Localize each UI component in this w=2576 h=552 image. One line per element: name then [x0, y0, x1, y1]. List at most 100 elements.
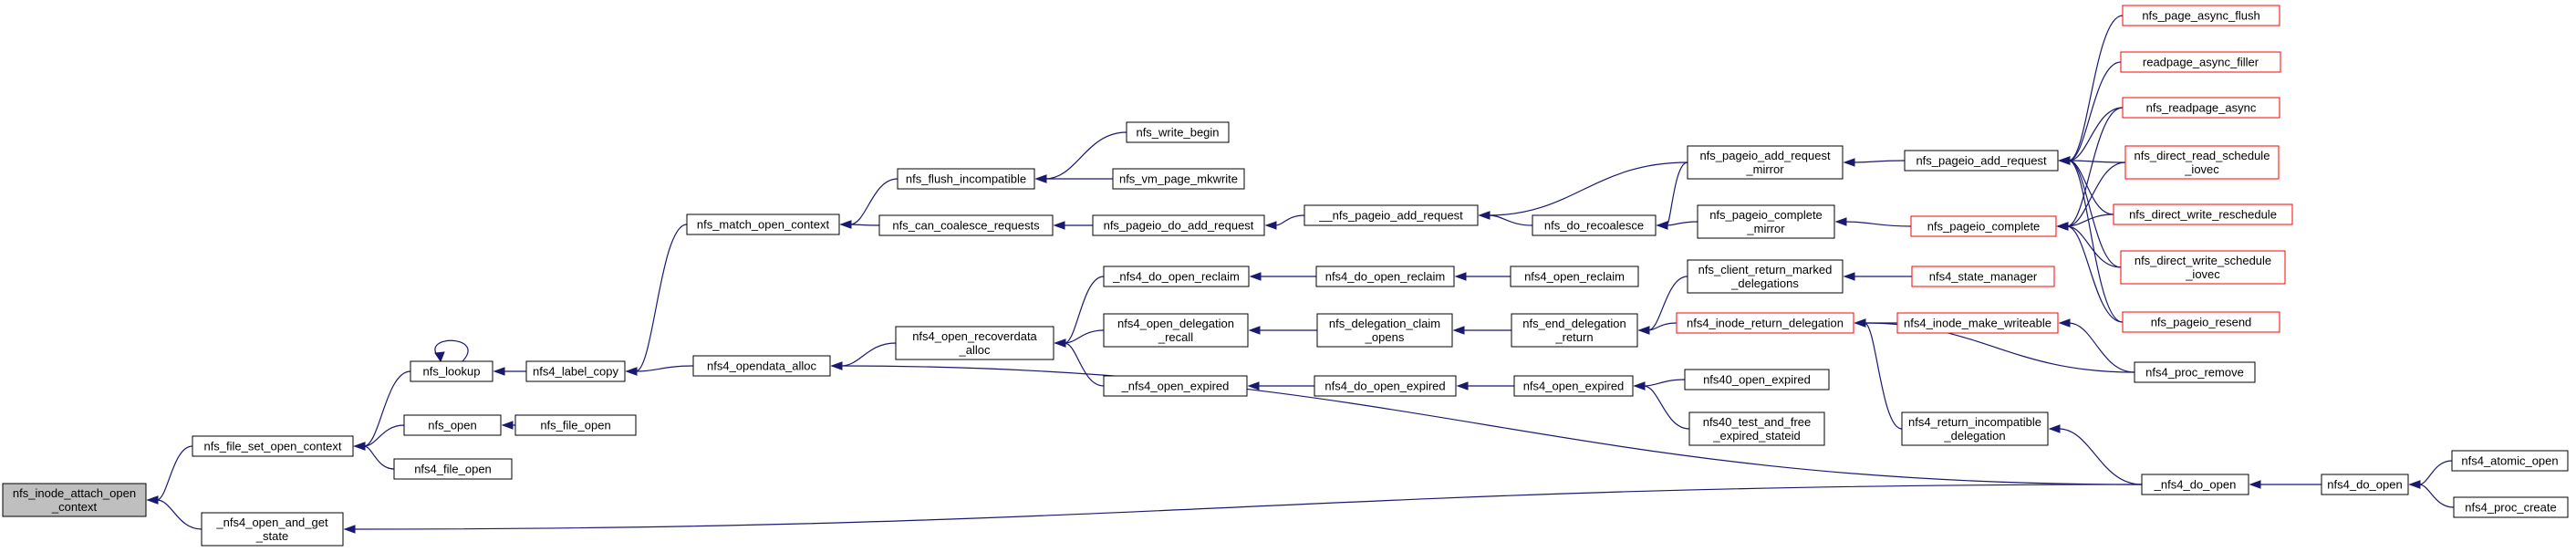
function-node[interactable]: nfs_match_open_context — [686, 214, 840, 235]
function-node[interactable]: nfs4_proc_remove — [2134, 361, 2256, 383]
function-node[interactable]: nfs_vm_page_mkwrite — [1112, 168, 1245, 190]
function-node[interactable]: nfs_direct_write_reschedule — [2113, 203, 2293, 225]
node-box[interactable] — [2321, 474, 2409, 495]
function-node[interactable]: nfs_readpage_async — [2122, 97, 2280, 119]
function-node[interactable]: nfs_client_return_marked_delegations — [1687, 259, 1844, 294]
function-node[interactable]: nfs4_open_expired — [1513, 375, 1634, 397]
node-box[interactable] — [1126, 121, 1230, 143]
function-node[interactable]: nfs4_return_incompatible_delegation — [1901, 411, 2049, 446]
node-box[interactable] — [1901, 411, 2049, 446]
node-box[interactable] — [1112, 168, 1245, 190]
function-node[interactable]: nfs40_test_and_free_expired_stateid — [1688, 411, 1825, 446]
node-box[interactable] — [1904, 150, 2059, 172]
node-box[interactable] — [2134, 361, 2256, 383]
truncated-node-box[interactable] — [2120, 51, 2281, 73]
node-box[interactable] — [1688, 411, 1825, 446]
node-box[interactable] — [201, 512, 344, 547]
truncated-node-box[interactable] — [2113, 203, 2293, 225]
node-box[interactable] — [1092, 214, 1265, 236]
function-node[interactable]: nfs_pageio_complete_mirror — [1697, 204, 1835, 239]
node-box[interactable] — [2451, 450, 2569, 472]
function-node[interactable]: nfs4_proc_create — [2453, 496, 2569, 518]
function-node[interactable]: nfs4_opendata_alloc — [692, 355, 831, 377]
function-node[interactable]: nfs4_atomic_open — [2451, 450, 2569, 472]
function-node[interactable]: nfs_direct_read_schedule_iovec — [2124, 145, 2280, 180]
focus-node-box[interactable] — [2, 483, 147, 517]
truncated-node-box[interactable] — [2122, 97, 2280, 119]
function-node[interactable]: __nfs_pageio_add_request — [1304, 204, 1479, 226]
function-node[interactable]: nfs_lookup — [410, 360, 493, 382]
function-node[interactable]: nfs_pageio_do_add_request — [1092, 214, 1265, 236]
node-box[interactable] — [1697, 204, 1835, 239]
node-box[interactable] — [878, 214, 1054, 236]
node-box[interactable] — [1687, 259, 1844, 294]
node-box[interactable] — [2141, 474, 2249, 495]
node-box[interactable] — [1511, 313, 1638, 348]
node-box[interactable] — [1103, 375, 1248, 397]
function-node[interactable]: nfs_pageio_add_request_mirror — [1687, 145, 1844, 180]
node-box[interactable] — [192, 435, 354, 457]
node-box[interactable] — [1532, 214, 1657, 236]
function-node[interactable]: nfs_pageio_resend — [2122, 311, 2280, 333]
node-box[interactable] — [393, 458, 513, 480]
function-node[interactable]: nfs_inode_attach_open_context — [2, 483, 147, 517]
node-box[interactable] — [1316, 313, 1453, 348]
node-box[interactable] — [514, 414, 637, 436]
function-node[interactable]: nfs_end_delegation_return — [1511, 313, 1638, 348]
truncated-node-box[interactable] — [2122, 5, 2280, 26]
node-box[interactable] — [1510, 266, 1639, 287]
function-node[interactable]: nfs_page_async_flush — [2122, 5, 2280, 26]
function-node[interactable]: nfs_do_recoalesce — [1532, 214, 1657, 236]
node-box[interactable] — [1687, 145, 1844, 180]
function-node[interactable]: _nfs4_do_open — [2141, 474, 2249, 495]
function-node[interactable]: nfs4_open_delegation_recall — [1103, 313, 1249, 348]
truncated-node-box[interactable] — [1896, 312, 2059, 334]
node-box[interactable] — [2453, 496, 2569, 518]
truncated-node-box[interactable] — [2124, 145, 2280, 180]
function-node[interactable]: nfs4_do_open_expired — [1314, 375, 1457, 397]
function-node[interactable]: nfs_flush_incompatible — [897, 168, 1035, 190]
node-box[interactable] — [1684, 369, 1830, 391]
function-node[interactable]: nfs_file_open — [514, 414, 637, 436]
function-node[interactable]: nfs4_open_recoverdata_alloc — [895, 326, 1054, 360]
function-node[interactable]: nfs_pageio_complete — [1910, 215, 2057, 237]
node-box[interactable] — [686, 214, 840, 235]
function-node[interactable]: nfs4_inode_return_delegation — [1676, 312, 1854, 334]
node-box[interactable] — [897, 168, 1035, 190]
function-node[interactable]: nfs_write_begin — [1126, 121, 1230, 143]
node-box[interactable] — [1304, 204, 1479, 226]
node-box[interactable] — [410, 360, 493, 382]
function-node[interactable]: nfs4_inode_make_writeable — [1896, 312, 2059, 334]
function-node[interactable]: nfs4_file_open — [393, 458, 513, 480]
function-node[interactable]: nfs_open — [403, 414, 502, 436]
truncated-node-box[interactable] — [1910, 215, 2057, 237]
truncated-node-box[interactable] — [2120, 250, 2286, 285]
node-box[interactable] — [1103, 266, 1250, 287]
function-node[interactable]: nfs4_do_open — [2321, 474, 2409, 495]
function-node[interactable]: nfs_file_set_open_context — [192, 435, 354, 457]
function-node[interactable]: nfs40_open_expired — [1684, 369, 1830, 391]
truncated-node-box[interactable] — [1911, 266, 2055, 287]
truncated-node-box[interactable] — [1676, 312, 1854, 334]
function-node[interactable]: nfs_can_coalesce_requests — [878, 214, 1054, 236]
function-node[interactable]: _nfs4_do_open_reclaim — [1103, 266, 1250, 287]
function-node[interactable]: nfs4_state_manager — [1911, 266, 2055, 287]
function-node[interactable]: nfs4_do_open_reclaim — [1315, 266, 1455, 287]
node-box[interactable] — [1315, 266, 1455, 287]
function-node[interactable]: nfs_pageio_add_request — [1904, 150, 2059, 172]
node-box[interactable] — [692, 355, 831, 377]
node-box[interactable] — [1513, 375, 1634, 397]
node-box[interactable] — [525, 360, 626, 382]
node-box[interactable] — [895, 326, 1054, 360]
node-box[interactable] — [1314, 375, 1457, 397]
node-box[interactable] — [1103, 313, 1249, 348]
function-node[interactable]: readpage_async_filler — [2120, 51, 2281, 73]
function-node[interactable]: nfs_delegation_claim_opens — [1316, 313, 1453, 348]
node-box[interactable] — [403, 414, 502, 436]
function-node[interactable]: nfs4_open_reclaim — [1510, 266, 1639, 287]
function-node[interactable]: _nfs4_open_expired — [1103, 375, 1248, 397]
truncated-node-box[interactable] — [2122, 311, 2280, 333]
function-node[interactable]: nfs_direct_write_schedule_iovec — [2120, 250, 2286, 285]
function-node[interactable]: _nfs4_open_and_get_state — [201, 512, 344, 547]
function-node[interactable]: nfs4_label_copy — [525, 360, 626, 382]
